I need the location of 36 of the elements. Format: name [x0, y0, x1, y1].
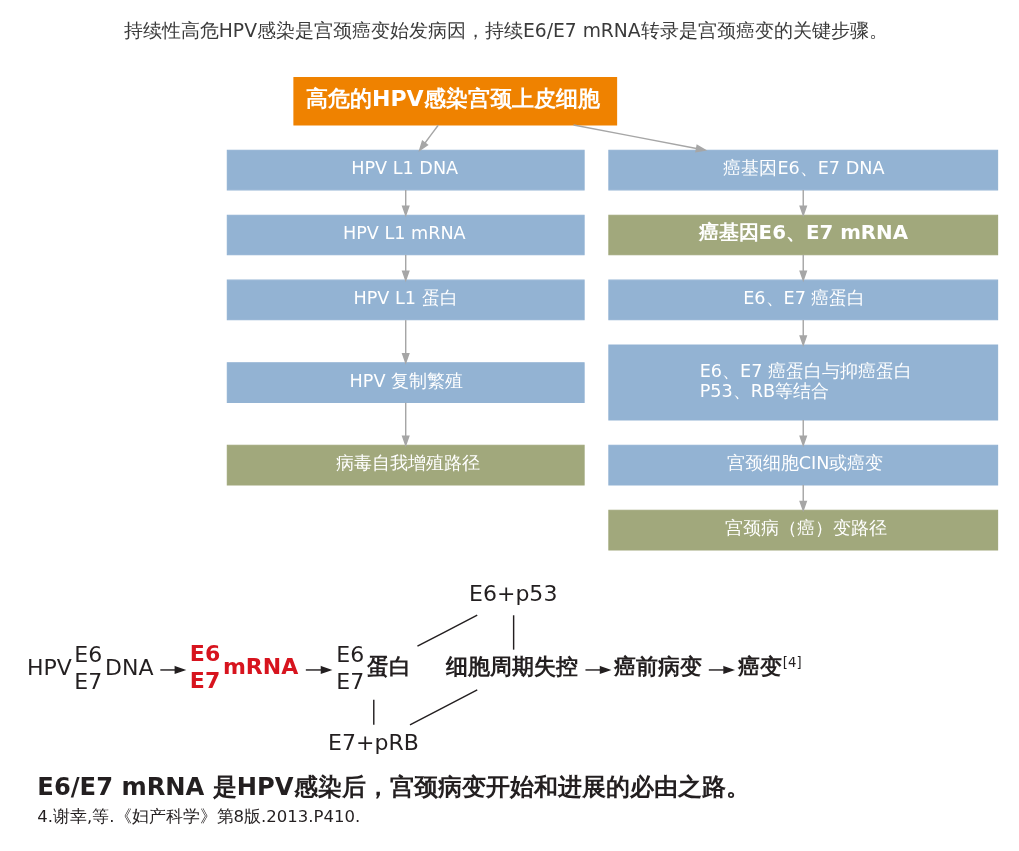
arrow	[572, 124, 708, 153]
node-box: E6、E7 癌蛋白	[608, 279, 999, 321]
caption: E6/E7 mRNA 是HPV感染后，宫颈病变开始和进展的必由之路。	[37, 772, 750, 801]
arrow	[401, 402, 410, 448]
node-box: 病毒自我增殖路径	[226, 444, 585, 486]
label: 4.谢幸,等.《妇产科学》第8版.2013.P410.	[37, 807, 361, 827]
arrow	[708, 665, 735, 675]
node-text: E6+p53	[469, 580, 558, 606]
connector	[373, 699, 375, 726]
connector	[512, 614, 515, 651]
arrow	[584, 665, 612, 675]
diagram-title: 持续性高危HPV感染是宫颈癌变始发病因，持续E6/E7 mRNA转录是宫颈癌变的关键步骤。	[123, 19, 888, 41]
node-text: 癌前病变	[613, 654, 702, 680]
node-box: 高危的HPV感染宫颈上皮细胞	[293, 77, 618, 126]
node-box: 癌基因E6、E7 DNA	[608, 149, 999, 191]
node-box: HPV L1 蛋白	[226, 279, 585, 321]
arrow	[159, 665, 187, 675]
node-box: HPV 复制繁殖	[226, 362, 585, 403]
node-box: 宫颈细胞CIN或癌变	[608, 444, 999, 486]
arrow	[305, 665, 333, 675]
node-label: [4]	[782, 654, 802, 670]
arrow	[418, 124, 439, 152]
connector	[416, 614, 478, 647]
node-text: 细胞周期失控	[446, 654, 579, 680]
arrow	[401, 319, 410, 365]
node-box: HPV L1 mRNA	[226, 214, 585, 256]
node-text: E6蛋白 E7	[336, 642, 412, 694]
node-text: E6 mRNA E7	[189, 641, 299, 693]
connector	[409, 689, 478, 726]
node-text: E7+pRB	[328, 730, 419, 756]
node-box: HPV L1 DNA	[226, 149, 585, 191]
node-box: 癌基因E6、E7 mRNA	[608, 214, 999, 256]
node-box: E6、E7 癌蛋白与抑癌蛋白 P53、RB等结合	[608, 344, 999, 421]
node-box: 宫颈病（癌）变路径	[608, 509, 999, 551]
node-text: HPVE6 DNA E7	[26, 642, 154, 694]
node-text: 癌变	[737, 654, 782, 680]
